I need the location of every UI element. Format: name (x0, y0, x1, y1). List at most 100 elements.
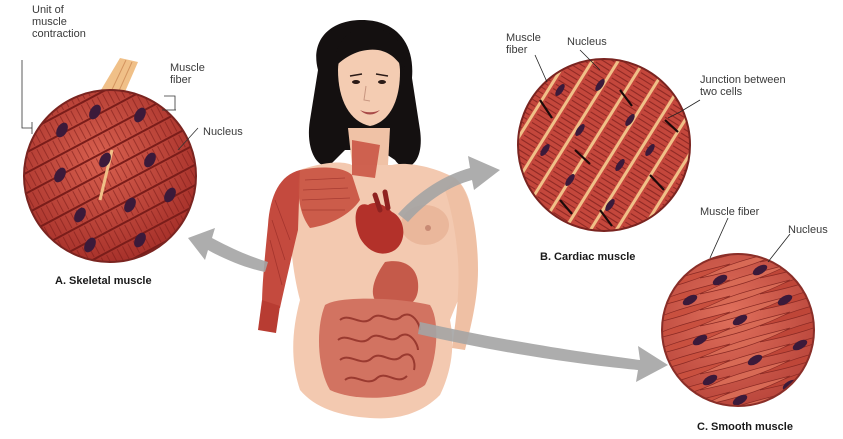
skeletal-muscle-panel (0, 35, 263, 316)
striation (498, 178, 512, 186)
smooth-muscle-cell (640, 392, 730, 422)
striation (689, 162, 703, 170)
striation (15, 120, 22, 132)
striation (201, 164, 208, 176)
striation (206, 161, 213, 173)
striation (202, 102, 209, 114)
striation (2, 147, 9, 159)
striation (226, 212, 233, 224)
striation (609, 41, 623, 49)
striation (708, 132, 722, 140)
striation (28, 235, 35, 247)
striation (37, 251, 44, 263)
striation (0, 129, 5, 141)
striation (8, 185, 15, 197)
striation (202, 204, 209, 216)
striation (67, 296, 74, 308)
striation (503, 169, 517, 177)
intestines (319, 299, 436, 398)
striation (168, 243, 175, 255)
striation (678, 96, 692, 104)
striation (500, 173, 514, 181)
striation (178, 95, 185, 107)
striation (694, 153, 708, 161)
smooth-muscle-cell (820, 296, 843, 326)
striation (56, 261, 63, 273)
striation (490, 149, 504, 157)
striation (649, 60, 663, 68)
striation (495, 182, 509, 190)
striation (222, 153, 229, 165)
striation (0, 172, 1, 184)
striation (234, 187, 241, 199)
smooth-muscle-cell (820, 232, 843, 262)
striation (505, 123, 519, 131)
striation (147, 50, 154, 62)
striation (567, 233, 581, 241)
striation (158, 44, 165, 56)
striation (11, 204, 18, 216)
striation (591, 236, 605, 244)
label-junction-between-cells: Junction between two cells (700, 74, 786, 98)
striation (25, 217, 32, 229)
striation (161, 63, 168, 75)
caption-cardiac-muscle: B. Cardiac muscle (540, 251, 635, 263)
striation (615, 239, 629, 247)
striation (718, 115, 732, 123)
striation (4, 126, 11, 138)
arrow-to-skeletal (188, 228, 268, 272)
striation (216, 217, 223, 229)
striation (606, 45, 620, 53)
smooth-muscle-cell (760, 232, 843, 262)
striation (223, 193, 230, 205)
striation (197, 207, 204, 219)
striation (577, 9, 591, 17)
striation (700, 103, 714, 111)
striation (152, 251, 159, 263)
striation (620, 272, 634, 280)
striation (136, 259, 143, 271)
striation (142, 53, 149, 65)
striation (7, 145, 14, 157)
striation (194, 86, 201, 98)
striation (639, 242, 653, 250)
striation (198, 145, 205, 157)
striation (213, 198, 220, 210)
striation (506, 165, 520, 173)
striation (159, 84, 166, 96)
striation (492, 186, 506, 194)
striation (594, 232, 608, 240)
striation (700, 145, 714, 153)
striation (511, 198, 525, 206)
striation (172, 97, 179, 109)
striation (0, 150, 3, 162)
striation (593, 25, 607, 33)
striation (692, 116, 706, 124)
striation (129, 80, 136, 92)
label-skeletal-muscle-fiber: Muscle fiber (170, 62, 205, 86)
striation (204, 183, 211, 195)
striation (620, 231, 634, 239)
striation (657, 213, 671, 221)
striation (686, 83, 700, 91)
striation (500, 132, 514, 140)
striation (641, 238, 655, 246)
striation (689, 120, 703, 128)
striation (647, 229, 661, 237)
striation (686, 166, 700, 174)
striation (527, 214, 541, 222)
smooth-muscle-panel (640, 218, 843, 422)
striation (14, 182, 21, 194)
striation (183, 92, 190, 104)
striation (668, 72, 682, 80)
striation (5, 166, 12, 178)
smooth-muscle-cell (820, 376, 843, 406)
striation (548, 56, 562, 64)
striation (18, 139, 25, 151)
striation (247, 200, 254, 212)
smooth-muscle-cell (820, 328, 843, 358)
striation (25, 115, 32, 127)
striation (208, 140, 215, 152)
striation (487, 153, 501, 161)
